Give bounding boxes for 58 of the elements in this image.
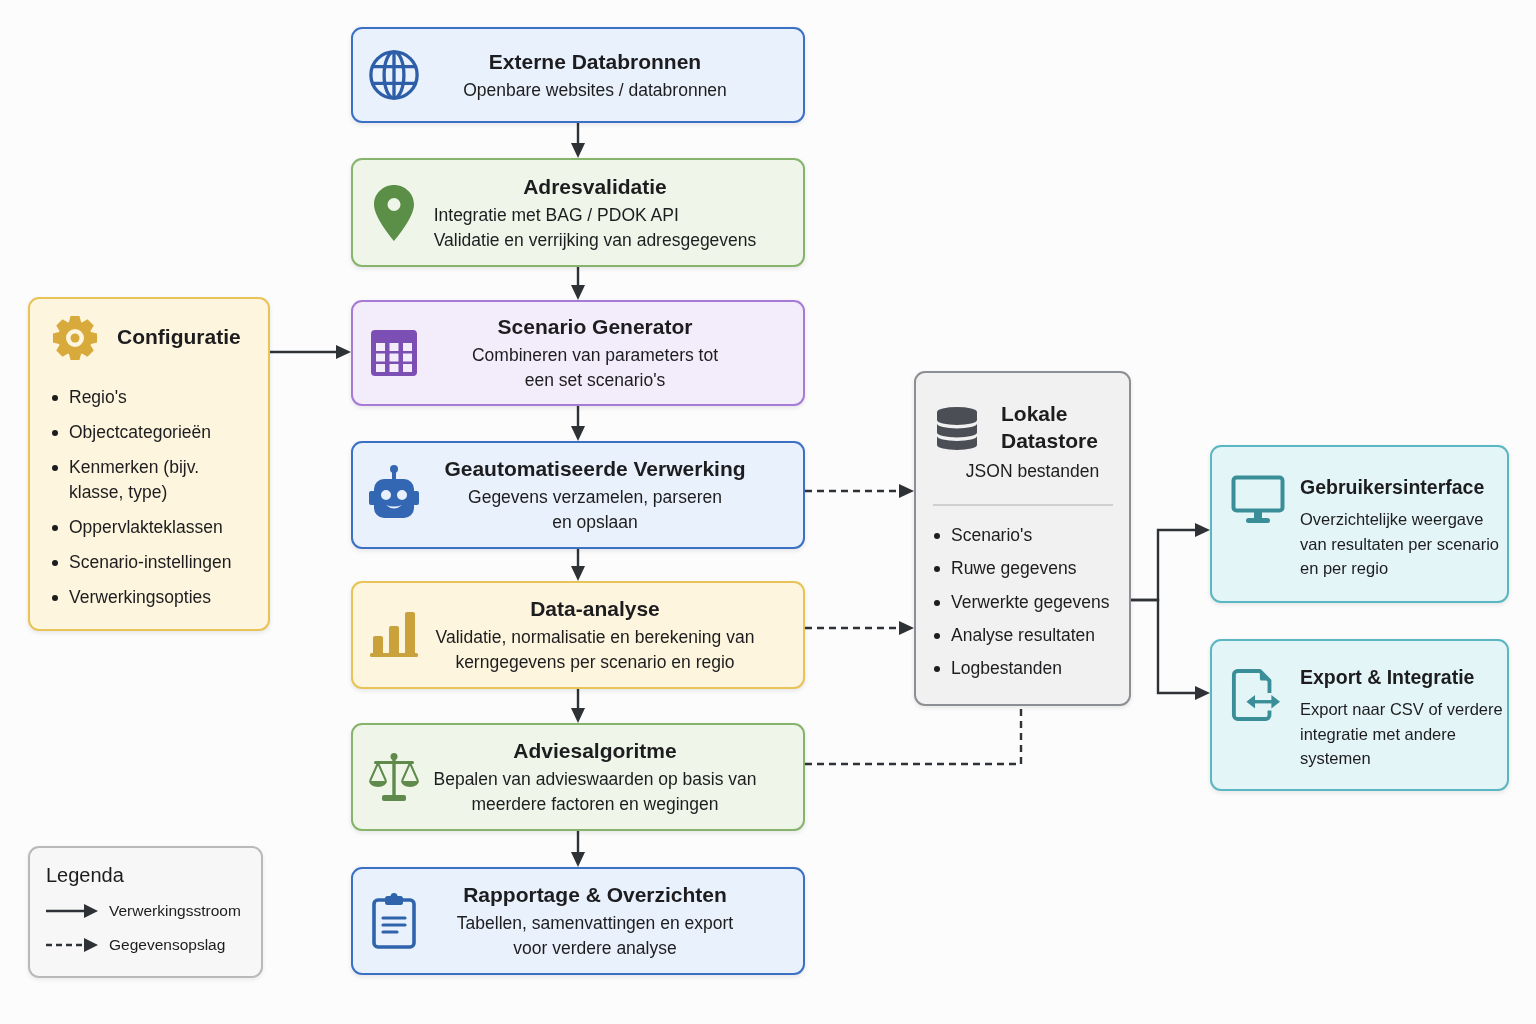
legend-title: Legenda <box>46 863 124 887</box>
process-box <box>351 441 805 549</box>
box-description: Validatie en verrijking van adresgegevens <box>433 228 757 252</box>
box-description: Export naar CSV of verdere integratie met andere systemen <box>1300 699 1504 769</box>
arrow <box>571 831 585 867</box>
process-box <box>351 300 805 406</box>
config-panel <box>28 297 270 631</box>
box-description: Bepalen van advieswaarden op basis van meerdere factoren en wegingen <box>432 768 758 816</box>
process-box <box>351 27 805 123</box>
process-box <box>351 723 805 831</box>
box-title: Data-analyse <box>530 596 660 622</box>
arrow <box>571 689 585 723</box>
list-item: Logbestanden <box>934 656 1126 682</box>
panel-title: Lokale Datastore <box>1001 401 1099 454</box>
dashed-arrow <box>805 621 914 635</box>
process-box <box>351 158 805 267</box>
panel-subtitle: JSON bestanden <box>965 461 1100 481</box>
box-description: Integratie met BAG / PDOK API <box>433 203 679 227</box>
list-item: Verwerkte gegevens <box>934 589 1126 615</box>
list-item: Oppervlakteklassen <box>52 515 238 540</box>
list-item: Scenario's <box>934 523 1126 548</box>
arrow <box>571 549 585 581</box>
list-item: Kenmerken (bijv. klasse, type) <box>52 455 238 505</box>
list-item: Verwerkingsopties <box>52 585 238 610</box>
list-item: Analyse resultaten <box>934 622 1126 648</box>
dashed-arrow <box>805 484 914 498</box>
box-title: Gebruikersinterface <box>1300 475 1485 500</box>
process-box <box>351 867 805 975</box>
box-description: Tabellen, samenvattingen en export voor verdere analyse <box>455 912 735 960</box>
output-box <box>1210 639 1509 791</box>
box-title: Adresvalidatie <box>523 173 667 200</box>
list-item: Ruwe gegevens <box>934 556 1126 582</box>
dashed-connector-line <box>805 706 1023 766</box>
legend-label: Verwerkingsstroom <box>109 901 241 921</box>
box-title: Adviesalgoritme <box>513 738 677 764</box>
box-title: Externe Databronnen <box>488 48 702 75</box>
arrow <box>1131 598 1210 700</box>
box-title: Geautomatiseerde Verwerking <box>444 456 746 482</box>
box-description: Combineren van parameters tot een set scenario's <box>470 344 720 392</box>
arrow <box>571 406 585 441</box>
output-box <box>1210 445 1509 603</box>
arrow <box>571 267 585 300</box>
box-title: Rapportage & Overzichten <box>463 882 727 908</box>
box-title: Scenario Generator <box>497 314 693 340</box>
box-description: Gegevens verzamelen, parseren en opslaan <box>467 486 723 534</box>
list-item: Scenario-instellingen <box>52 550 238 575</box>
box-description: Openbare websites / databronnen <box>463 78 727 102</box>
arrow <box>571 123 585 158</box>
panel-title: Configuratie <box>117 324 241 350</box>
box-description: Overzichtelijke weergave van resultaten per scenario en per regio <box>1300 509 1501 579</box>
box-title: Export & Integratie <box>1300 665 1475 690</box>
datastore-panel <box>914 371 1131 706</box>
list-item: Regio's <box>52 385 238 410</box>
legend-label: Gegevensopslag <box>109 935 226 955</box>
process-box <box>351 581 805 689</box>
list-item: Objectcategorieën <box>52 420 238 445</box>
box-description: Validatie, normalisatie en berekening van kerngegevens per scenario en regio <box>434 626 756 674</box>
arrow <box>270 345 351 359</box>
